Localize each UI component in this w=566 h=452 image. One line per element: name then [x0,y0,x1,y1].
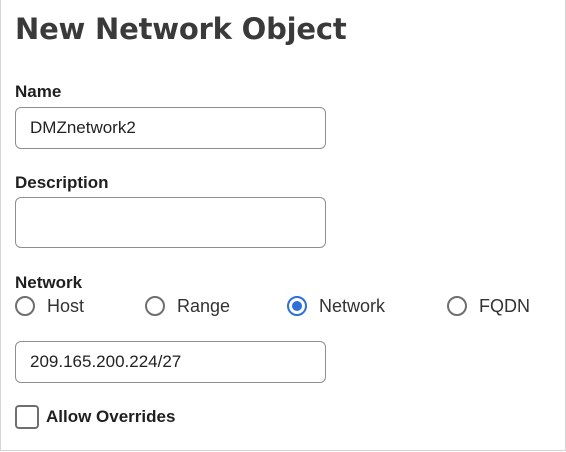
radio-range[interactable]: Range [145,293,230,319]
name-label: Name [15,82,62,101]
name-input[interactable] [15,107,326,149]
radio-fqdn[interactable]: FQDN [447,293,530,319]
radio-fqdn-label: FQDN [479,295,530,316]
radio-host-circle[interactable] [15,296,35,316]
allow-overrides-checkbox[interactable] [15,405,39,429]
radio-range-label: Range [177,295,231,316]
radio-host-label: Host [47,295,85,316]
radio-fqdn-circle[interactable] [447,296,467,316]
network-label: Network [15,273,83,292]
radio-network-label: Network [319,295,386,316]
radio-range-circle[interactable] [145,296,165,316]
radio-network[interactable]: Network [287,293,385,319]
radio-network-circle[interactable] [287,296,307,316]
description-input[interactable] [15,197,326,248]
allow-overrides-checkbox-row[interactable]: Allow Overrides [15,404,175,430]
network-value-input[interactable] [15,341,326,383]
dialog-title: New Network Object [15,12,347,46]
allow-overrides-label: Allow Overrides [46,407,176,426]
network-type-radio-group: Host Range Network FQDN [15,293,555,319]
radio-host[interactable]: Host [15,293,84,319]
description-label: Description [15,173,109,192]
